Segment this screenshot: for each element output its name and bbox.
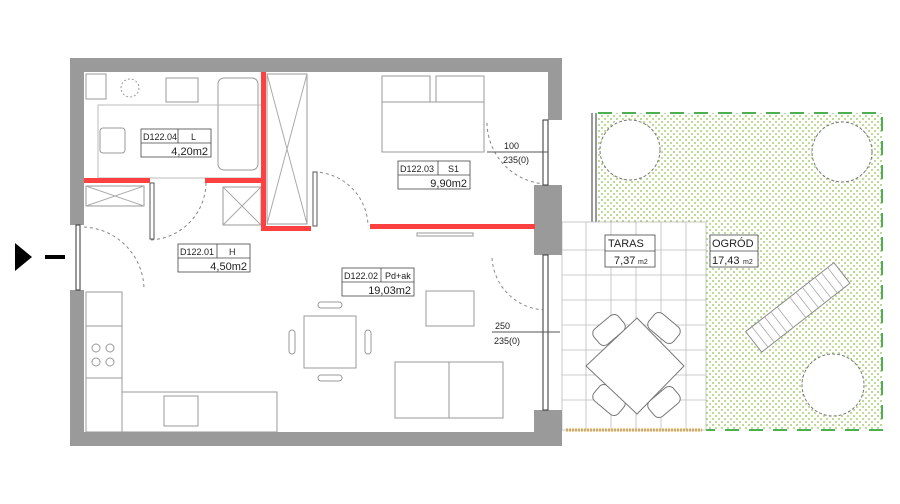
svg-text:m2: m2 [743,259,753,266]
tree-icon [599,119,873,417]
room-label-living: D122.02 Pd+ak 19,03m2 [344,271,411,297]
door-swings [83,122,547,311]
svg-text:D122.02: D122.02 [344,271,378,281]
room-label-hall: D122.01 H 4,50m2 [180,247,247,273]
svg-text:17,43: 17,43 [712,255,740,267]
svg-text:D122.03: D122.03 [400,164,434,174]
room-label-bedroom: D122.03 S1 9,90m2 [400,164,467,190]
terrace-label: TARAS 7,37 m2 [608,238,648,267]
svg-text:100: 100 [504,141,519,151]
svg-text:Pd+ak: Pd+ak [385,271,411,281]
svg-text:4,20m2: 4,20m2 [171,146,208,158]
window-dimension-living: 250 235(0) [494,321,520,346]
svg-text:S1: S1 [448,164,459,174]
svg-text:D122.01: D122.01 [180,247,214,257]
svg-text:L: L [191,132,196,142]
svg-text:TARAS: TARAS [608,238,644,250]
svg-text:19,03m2: 19,03m2 [368,285,411,297]
svg-text:OGRÓD: OGRÓD [712,237,754,250]
room-label-bathroom: D122.04 L 4,20m2 [143,132,208,158]
svg-text:235(0): 235(0) [494,336,520,346]
svg-text:7,37: 7,37 [614,255,635,267]
terrace-table-icon [585,312,685,418]
entrance-arrow-icon [15,243,32,271]
svg-text:m2: m2 [638,259,648,266]
furniture [85,73,504,433]
garden-label: OGRÓD 17,43 m2 [712,237,754,267]
svg-text:9,90m2: 9,90m2 [430,178,467,190]
svg-text:H: H [229,247,236,257]
svg-text:4,50m2: 4,50m2 [210,261,247,273]
svg-text:235(0): 235(0) [503,155,529,165]
window-dimension-bedroom: 100 235(0) [503,141,529,165]
entrance-marker [45,255,65,259]
outer-walls [70,58,562,446]
svg-text:250: 250 [495,321,510,331]
sun-lounger-icon [744,261,851,353]
svg-text:D122.04: D122.04 [143,132,177,142]
new-walls [84,72,535,231]
